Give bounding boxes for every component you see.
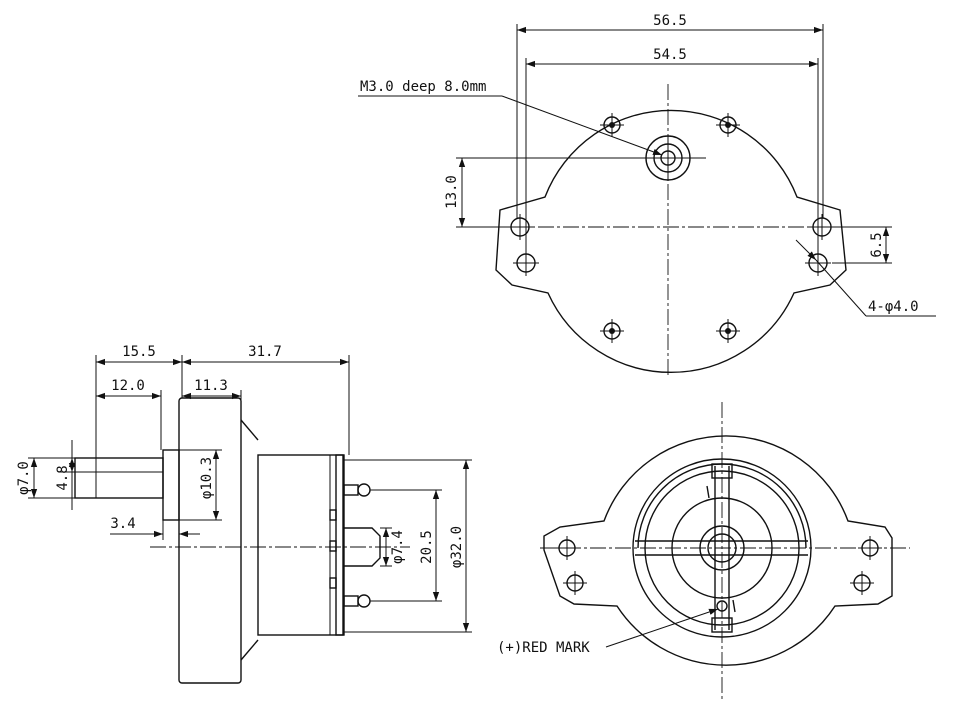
dim-shaft-dia: φ7.0 [16,461,32,495]
rear-view-red-mark [716,600,728,612]
dim-motor-dia: φ32.0 [449,526,465,568]
dim-body-length: 31.7 [248,344,282,360]
side-view-boss [162,449,180,521]
top-view: 56.5 54.5 M3.0 deep 8.0mm 13.0 6.5 4-φ4.… [358,13,936,378]
callout-shaft-thread: M3.0 deep 8.0mm [360,79,486,95]
rear-view-end-cap [632,458,812,638]
callout-mount-holes: 4-φ4.0 [868,299,919,315]
top-view-housing-outline [495,109,847,374]
top-view-screws [600,113,740,343]
dim-mount-hole-offset: 6.5 [869,232,885,257]
dim-top-width-inner: 54.5 [653,47,687,63]
dim-gearbox-length: 11.3 [194,378,228,394]
dim-shaft-length: 15.5 [122,344,156,360]
dim-boss-dia: φ10.3 [199,457,215,499]
side-view-motor-body [257,454,344,636]
dim-flat-width: 4.8 [55,465,71,490]
side-view-gearbox [178,397,242,684]
rear-view-mount-holes [555,536,882,595]
dim-shaft-flat: 12.0 [111,378,145,394]
dim-motor-boss-dia: φ7.4 [390,530,406,564]
dim-terminal-spacing: 20.5 [419,530,435,564]
rear-view-housing-outline [543,435,893,666]
top-view-mount-holes [507,214,835,276]
side-view: 15.5 31.7 12.0 11.3 φ7.0 4.8 φ10.3 3.4 [16,344,472,684]
dim-shaft-offset: 13.0 [444,175,460,209]
rear-view: (+)RED MARK [497,402,910,700]
dim-top-width-outer: 56.5 [653,13,687,29]
callout-red-mark: (+)RED MARK [497,640,590,656]
rear-view-center-boss [699,525,745,571]
side-view-shaft [74,457,164,499]
dim-shaft-stub: 3.4 [110,516,135,532]
